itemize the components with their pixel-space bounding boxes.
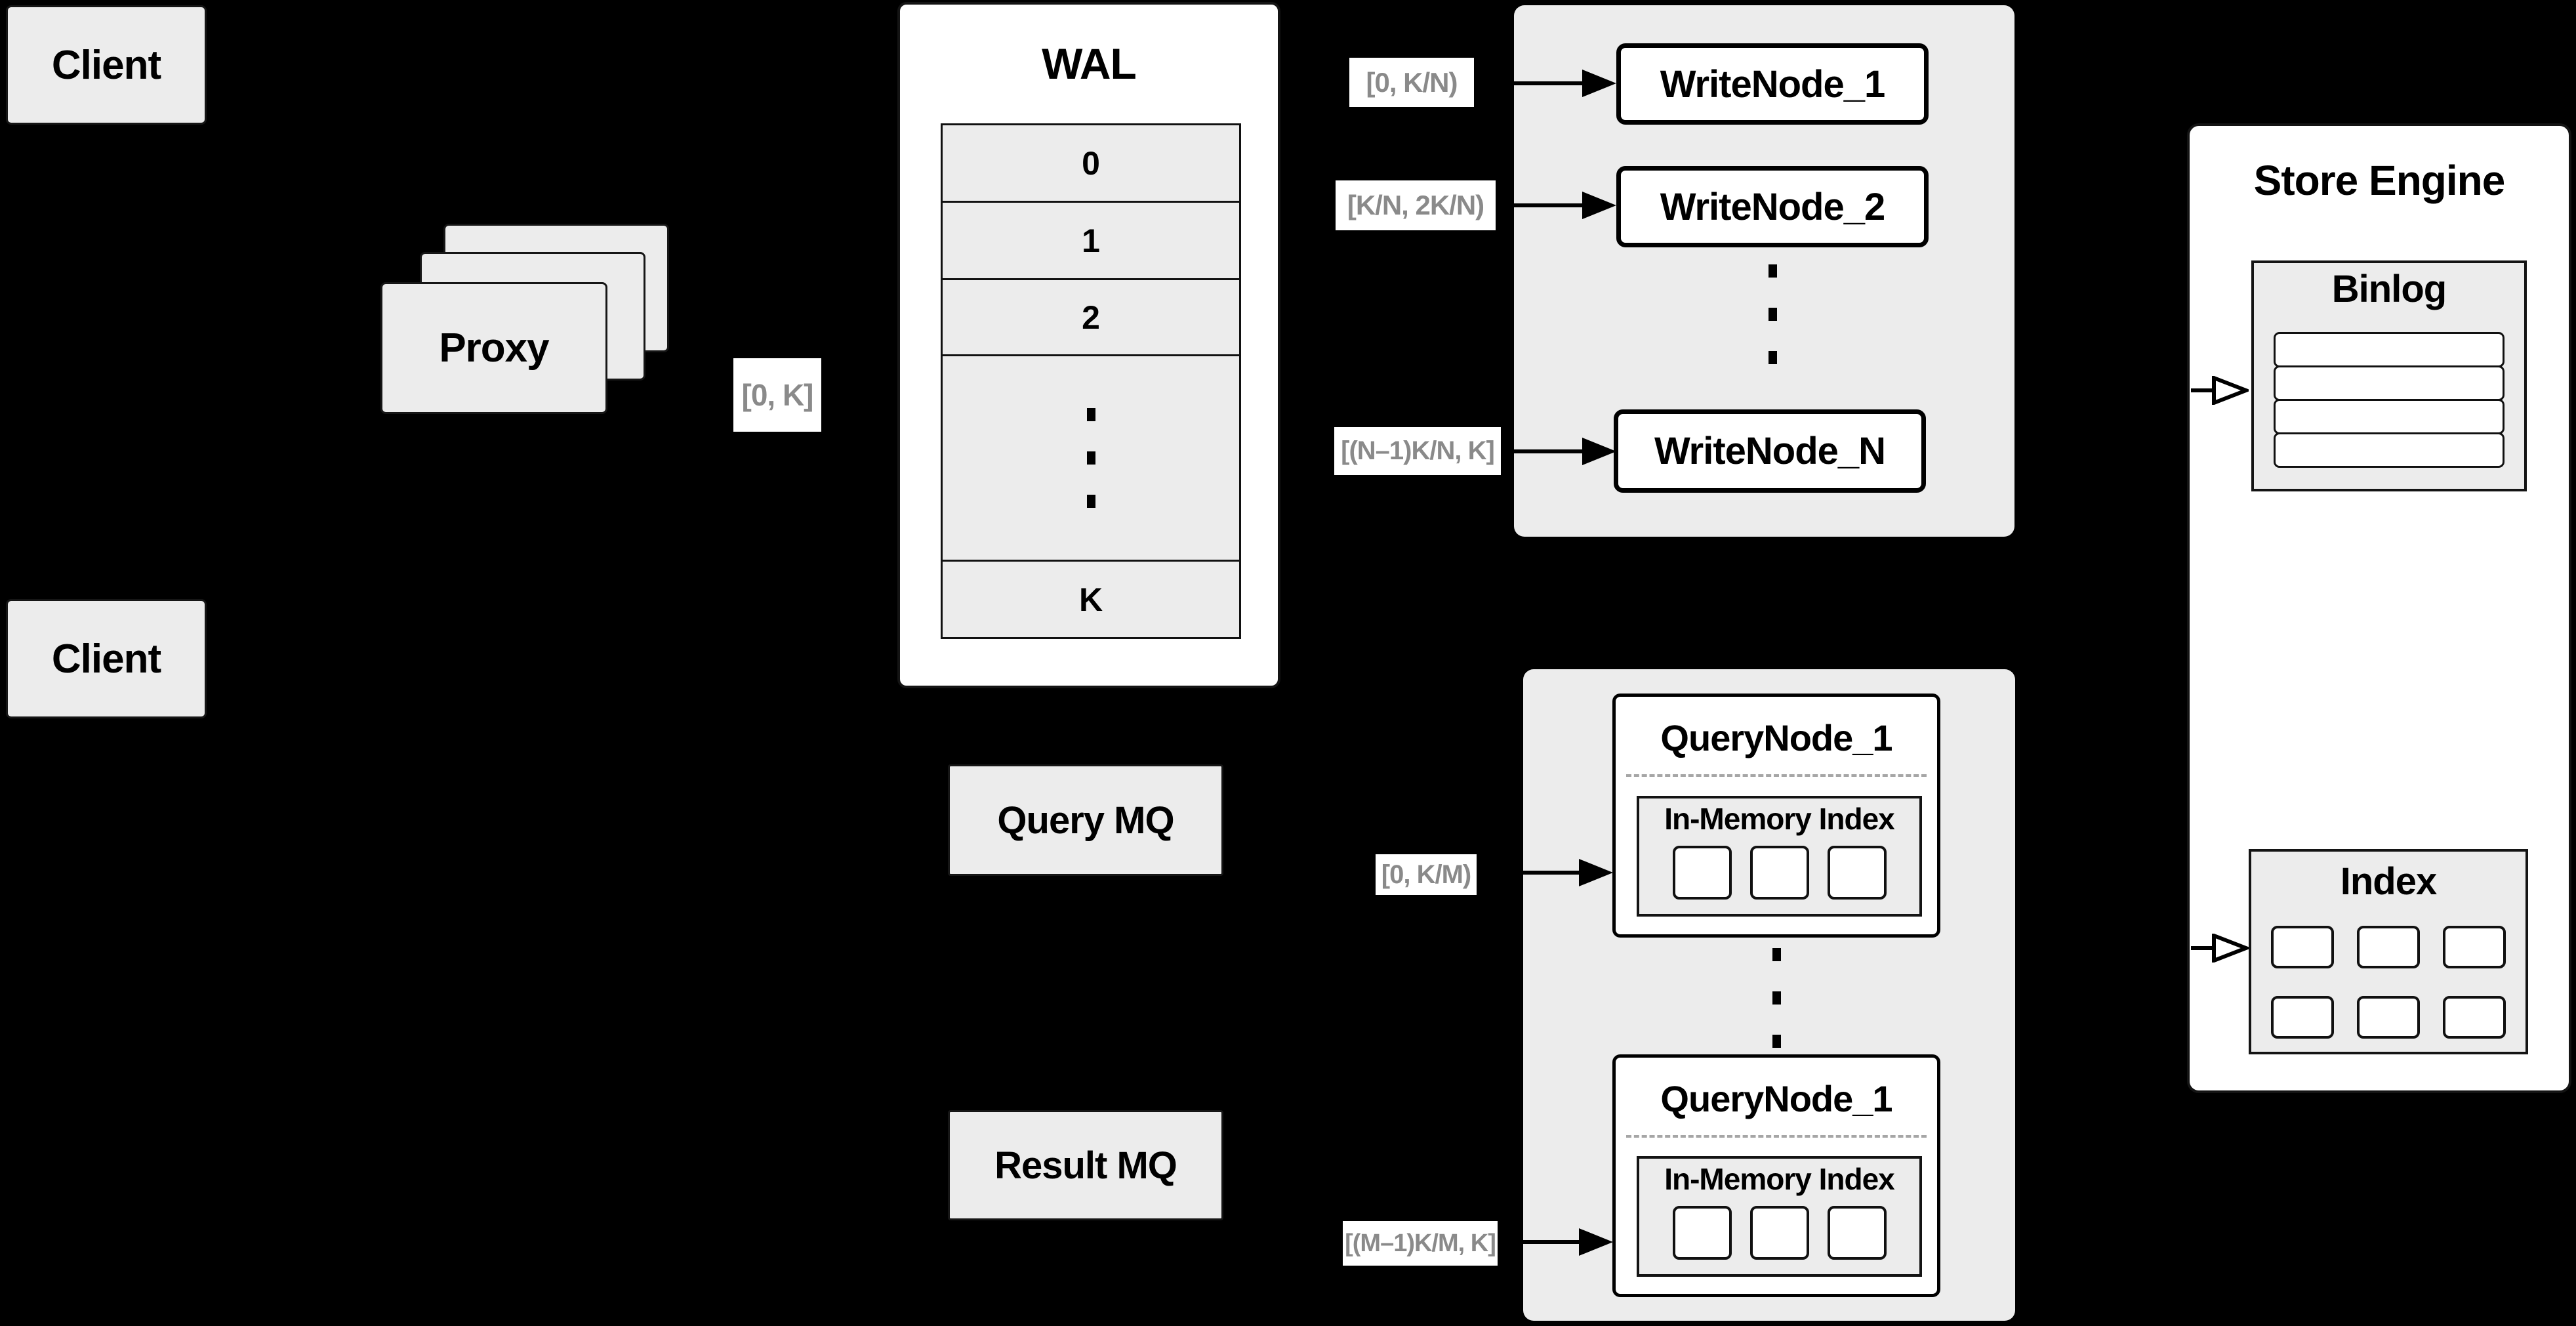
result-mq-box: Result MQ [948, 1110, 1223, 1220]
wal-segment-2: 2 [941, 278, 1241, 356]
query-node-2-title: QueryNode_1 [1660, 1078, 1892, 1119]
memory-segment-cell [1672, 846, 1732, 900]
index-cell [2271, 996, 2334, 1039]
index-box: Index [2249, 849, 2528, 1054]
index-title: Index [2340, 860, 2438, 903]
index-cell [2443, 996, 2506, 1039]
memory-segment-cell [1672, 1206, 1732, 1260]
wal-segment-1: 1 [941, 201, 1241, 280]
arrow-line [2191, 946, 2217, 950]
arrow-line [1514, 203, 1582, 207]
index-cell [2357, 926, 2420, 968]
arrow-line [1523, 871, 1579, 875]
binlog-row [2274, 399, 2504, 434]
write-range-label-2: [K/N, 2K/N) [1336, 180, 1496, 230]
binlog-row [2274, 365, 2504, 401]
dashed-divider [1626, 1135, 1927, 1138]
vertical-ellipsis-icon [1768, 264, 1777, 364]
query-range-label-1: [0, K/M) [1376, 854, 1477, 895]
arrow-line [1523, 1240, 1579, 1244]
wal-title: WAL [1042, 39, 1137, 88]
proxy-range-label: [0, K] [733, 358, 821, 432]
store-engine-title: Store Engine [2253, 157, 2506, 204]
query-node-2: QueryNode_1 In-Memory Index [1612, 1054, 1940, 1297]
binlog-box: Binlog [2251, 260, 2527, 491]
arrow-line [2191, 388, 2217, 392]
binlog-row [2274, 332, 2504, 367]
arrow-line [1506, 449, 1582, 453]
query-node-1-title: QueryNode_1 [1660, 717, 1892, 758]
in-memory-index-box: In-Memory Index [1637, 796, 1922, 917]
binlog-rows [2274, 332, 2504, 468]
write-node-n: WriteNode_N [1614, 409, 1926, 493]
in-memory-index-title: In-Memory Index [1664, 1162, 1895, 1196]
client-box-top: Client [6, 5, 207, 125]
dashed-divider [1626, 774, 1927, 777]
store-engine-box: Store Engine Binlog Index [2187, 123, 2571, 1093]
wal-segment-ellipsis [941, 354, 1241, 562]
binlog-title: Binlog [2331, 268, 2447, 310]
vertical-ellipsis-icon [1772, 948, 1781, 1048]
hollow-arrowhead-icon [2212, 376, 2249, 405]
memory-segment-cell [1749, 846, 1809, 900]
filled-arrowhead-icon [1579, 1228, 1613, 1256]
wal-segment-0: 0 [941, 123, 1241, 203]
query-node-panel: QueryNode_1 In-Memory Index QueryNode_1 … [1523, 669, 2015, 1321]
write-range-label-1: [0, K/N) [1349, 58, 1474, 107]
query-node-1: QueryNode_1 In-Memory Index [1612, 694, 1940, 938]
memory-segment-row [1639, 846, 1919, 900]
write-range-label-n: [(N–1)K/N, K] [1334, 427, 1501, 475]
index-cell-row [2251, 926, 2525, 968]
hollow-arrowhead-icon [2212, 934, 2249, 963]
in-memory-index-box: In-Memory Index [1637, 1156, 1922, 1277]
wal-box: WAL 0 1 2 K [897, 2, 1280, 688]
filled-arrowhead-icon [1582, 70, 1616, 97]
memory-segment-row [1639, 1206, 1919, 1260]
index-cell [2443, 926, 2506, 968]
filled-arrowhead-icon [1579, 859, 1613, 886]
write-node-2: WriteNode_2 [1616, 166, 1929, 247]
client-box-bottom: Client [6, 599, 207, 718]
index-cell [2271, 926, 2334, 968]
query-mq-box: Query MQ [948, 764, 1223, 876]
binlog-row [2274, 432, 2504, 468]
filled-arrowhead-icon [1582, 438, 1616, 465]
filled-arrowhead-icon [1582, 192, 1616, 219]
memory-segment-cell [1749, 1206, 1809, 1260]
memory-segment-cell [1827, 846, 1887, 900]
arrow-line [1514, 81, 1582, 85]
wal-segment-table: 0 1 2 K [941, 123, 1241, 639]
wal-segment-k: K [941, 560, 1241, 639]
write-node-1: WriteNode_1 [1616, 43, 1929, 125]
vertical-ellipsis-icon [1086, 408, 1095, 508]
proxy-box-front: Proxy [380, 282, 607, 414]
query-range-label-2: [(M–1)K/M, K] [1343, 1221, 1498, 1266]
memory-segment-cell [1827, 1206, 1887, 1260]
in-memory-index-title: In-Memory Index [1664, 802, 1895, 836]
index-cell-row [2251, 996, 2525, 1039]
index-cell [2357, 996, 2420, 1039]
